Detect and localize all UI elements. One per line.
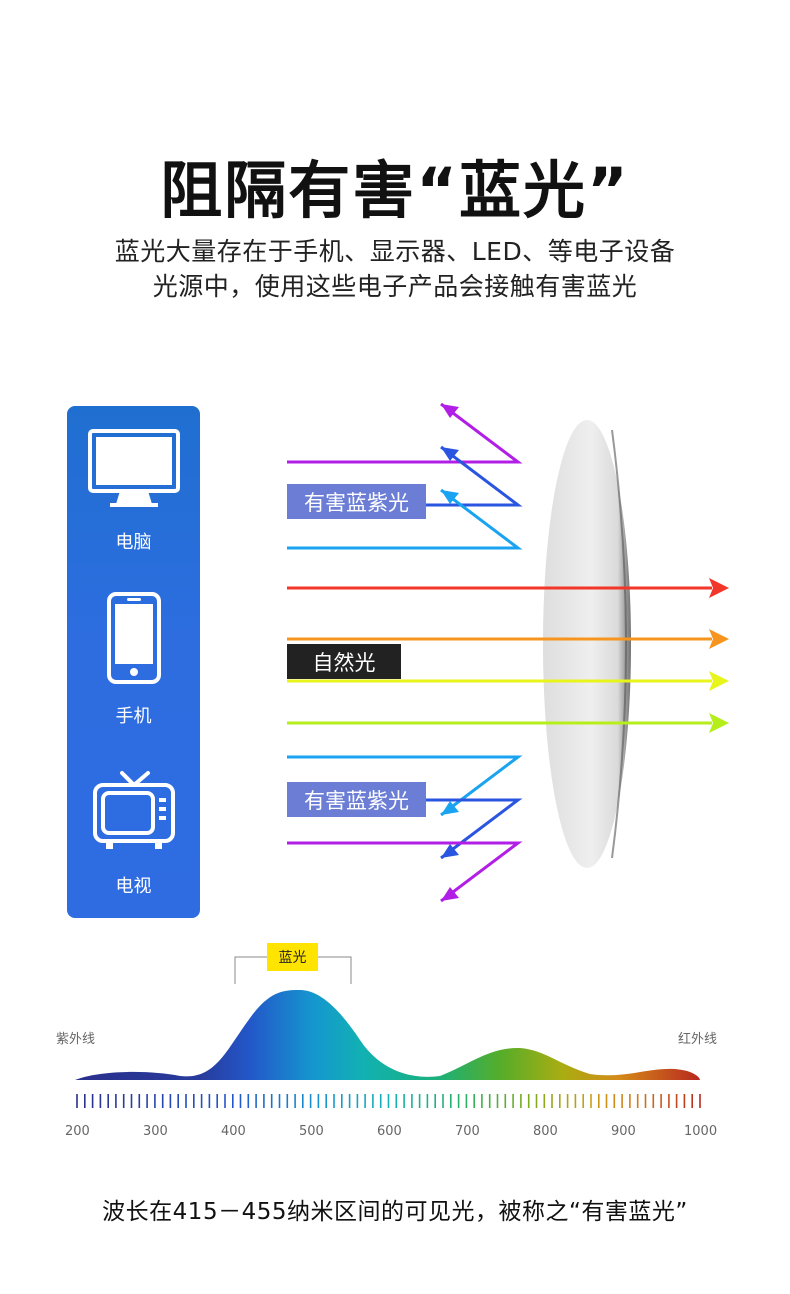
- subtitle-line-1: 蓝光大量存在于手机、显示器、LED、等电子设备: [114, 237, 676, 266]
- tick-label-400: 400: [221, 1124, 246, 1139]
- natural-rays: [287, 586, 712, 725]
- ray-purple-top: [287, 402, 523, 464]
- natural-arrowheads: [709, 578, 729, 733]
- tick-label-500: 500: [299, 1124, 324, 1139]
- device-panel: 电脑 手机 电视: [67, 406, 200, 918]
- ray-purple-bottom: [287, 841, 523, 903]
- harmful-arrowheads-bottom: [441, 801, 459, 901]
- harmful-rays-top: [287, 402, 523, 550]
- lens: [543, 420, 631, 868]
- tick-label-1000: 1000: [684, 1124, 718, 1139]
- spectrum-chart: [75, 956, 701, 1108]
- device-label-computer: 电脑: [115, 532, 152, 553]
- phone-icon: [107, 592, 161, 684]
- blue-light-tag: 蓝光: [267, 943, 318, 971]
- tick-label-700: 700: [455, 1124, 480, 1139]
- device-label-tv: 电视: [115, 876, 152, 897]
- tick-label-300: 300: [143, 1124, 168, 1139]
- wavelength-ticks: [76, 1094, 701, 1108]
- harmful-rays-bottom: [287, 755, 523, 903]
- device-label-phone: 手机: [115, 706, 152, 727]
- tv-icon: [93, 771, 175, 849]
- harmful-light-label-bottom: 有害蓝紫光: [287, 782, 426, 817]
- page-title: 阻隔有害“蓝光”: [160, 154, 630, 227]
- ray-sky-top: [287, 488, 523, 550]
- uv-label: 紫外线: [56, 1032, 96, 1047]
- natural-light-label: 自然光: [287, 644, 401, 679]
- spectrum-curve: [75, 990, 700, 1080]
- monitor-icon: [88, 429, 180, 507]
- harmful-arrowheads-top: [441, 404, 459, 504]
- ray-sky-bottom: [287, 755, 523, 817]
- tick-label-200: 200: [65, 1124, 90, 1139]
- footer-note: 波长在415－455纳米区间的可见光，被称之“有害蓝光”: [102, 1199, 688, 1225]
- tick-label-800: 800: [533, 1124, 558, 1139]
- subtitle-line-2: 光源中，使用这些电子产品会接触有害蓝光: [152, 272, 638, 301]
- light-rays-diagram: [287, 402, 729, 903]
- tick-label-600: 600: [377, 1124, 402, 1139]
- harmful-light-label-top: 有害蓝紫光: [287, 484, 426, 519]
- tick-label-900: 900: [611, 1124, 636, 1139]
- ir-label: 红外线: [678, 1032, 718, 1047]
